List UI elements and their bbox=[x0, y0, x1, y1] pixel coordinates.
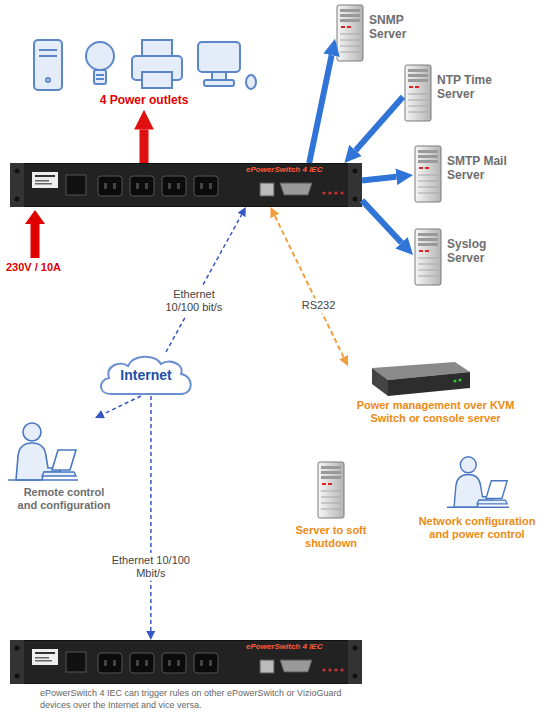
appliance-icons bbox=[142, 72, 172, 88]
appliance-icons bbox=[94, 70, 106, 84]
server-node: SNMP Server bbox=[335, 4, 419, 62]
power-input-arrow bbox=[25, 210, 45, 258]
serial-link bbox=[275, 216, 344, 357]
service-arrow bbox=[362, 200, 402, 242]
kvm-switch-icon bbox=[372, 368, 388, 396]
caption: ePowerSwitch 4 IEC can trigger rules on … bbox=[40, 688, 370, 711]
power-switch: ePowerSwitch 4 IEC bbox=[10, 163, 362, 207]
server-icon bbox=[415, 146, 441, 202]
network-user: Network configuration and power control bbox=[403, 455, 551, 545]
server-label: SNMP Server bbox=[369, 14, 419, 42]
edge-label: Ethernet 10/100 Mbit/s bbox=[108, 553, 194, 581]
power-input-arrow bbox=[31, 222, 40, 258]
ethernet-link bbox=[166, 215, 241, 352]
kvm-switch-icon bbox=[372, 362, 470, 396]
appliance-icons bbox=[96, 78, 104, 80]
edge-label: Ethernet 10/100 bit/s bbox=[156, 287, 232, 315]
kvm-switch-icon bbox=[459, 379, 462, 382]
appliance-icons bbox=[34, 40, 62, 90]
appliance-icons bbox=[198, 42, 240, 72]
server-node: Syslog Server bbox=[413, 226, 497, 284]
edge-label: RS232 bbox=[299, 298, 339, 313]
server-icon bbox=[318, 462, 344, 518]
server-icon bbox=[405, 65, 431, 121]
appliance-icons bbox=[39, 55, 57, 57]
appliance-icons bbox=[34, 40, 256, 90]
server-node: NTP Time Server bbox=[403, 62, 509, 120]
appliance-icons bbox=[46, 78, 50, 82]
appliance-icons bbox=[142, 40, 172, 56]
server-node: SMTP Mail Server bbox=[413, 143, 519, 201]
ethernet-link bbox=[150, 396, 152, 631]
server-label: Server to soft shutdown bbox=[281, 524, 381, 550]
service-arrow bbox=[362, 177, 396, 181]
user-label: Network configuration and power control bbox=[412, 515, 542, 541]
power-switch-device bbox=[10, 640, 362, 684]
person-icon bbox=[8, 423, 78, 480]
outlet-group: 4 Power outlets bbox=[24, 32, 264, 110]
user-label: Remote control and configuration bbox=[15, 486, 113, 512]
shutdown-server: Server to soft shutdown bbox=[275, 458, 387, 554]
internet-cloud: Internet bbox=[96, 352, 196, 396]
service-arrow bbox=[356, 97, 403, 151]
outlet-label: 4 Power outlets bbox=[24, 94, 264, 108]
appliance-icons bbox=[246, 75, 256, 89]
server-icon bbox=[337, 5, 363, 61]
kvm-switch-icon bbox=[454, 380, 457, 383]
ethernet-link bbox=[103, 396, 141, 414]
kvm-switch-icon bbox=[388, 372, 470, 396]
server-label: NTP Time Server bbox=[437, 74, 509, 102]
kvm-label: Power management over KVM Switch or cons… bbox=[351, 399, 521, 425]
kvm-node: Power management over KVM Switch or cons… bbox=[348, 355, 523, 429]
appliance-icons bbox=[96, 74, 104, 76]
service-arrow bbox=[309, 55, 331, 163]
appliance-icons bbox=[212, 72, 226, 80]
person-icon bbox=[447, 457, 509, 507]
power-input-arrow bbox=[25, 210, 45, 224]
server-label: SMTP Mail Server bbox=[447, 155, 519, 183]
appliance-icons bbox=[86, 42, 114, 70]
power-switch-device bbox=[10, 163, 362, 207]
power-rating: 230V / 10A bbox=[6, 261, 61, 273]
device-label: ePowerSwitch 4 IEC bbox=[246, 640, 362, 652]
device-label: ePowerSwitch 4 IEC bbox=[246, 163, 362, 175]
server-label: Syslog Server bbox=[447, 238, 497, 266]
cloud-label: Internet bbox=[96, 352, 196, 385]
appliance-icons bbox=[39, 49, 57, 51]
appliance-icons bbox=[204, 80, 234, 86]
power-switch: ePowerSwitch 4 IEC bbox=[10, 640, 362, 684]
server-icon bbox=[415, 229, 441, 285]
power-arrow bbox=[139, 130, 148, 163]
remote-user: Remote control and configuration bbox=[2, 418, 126, 516]
